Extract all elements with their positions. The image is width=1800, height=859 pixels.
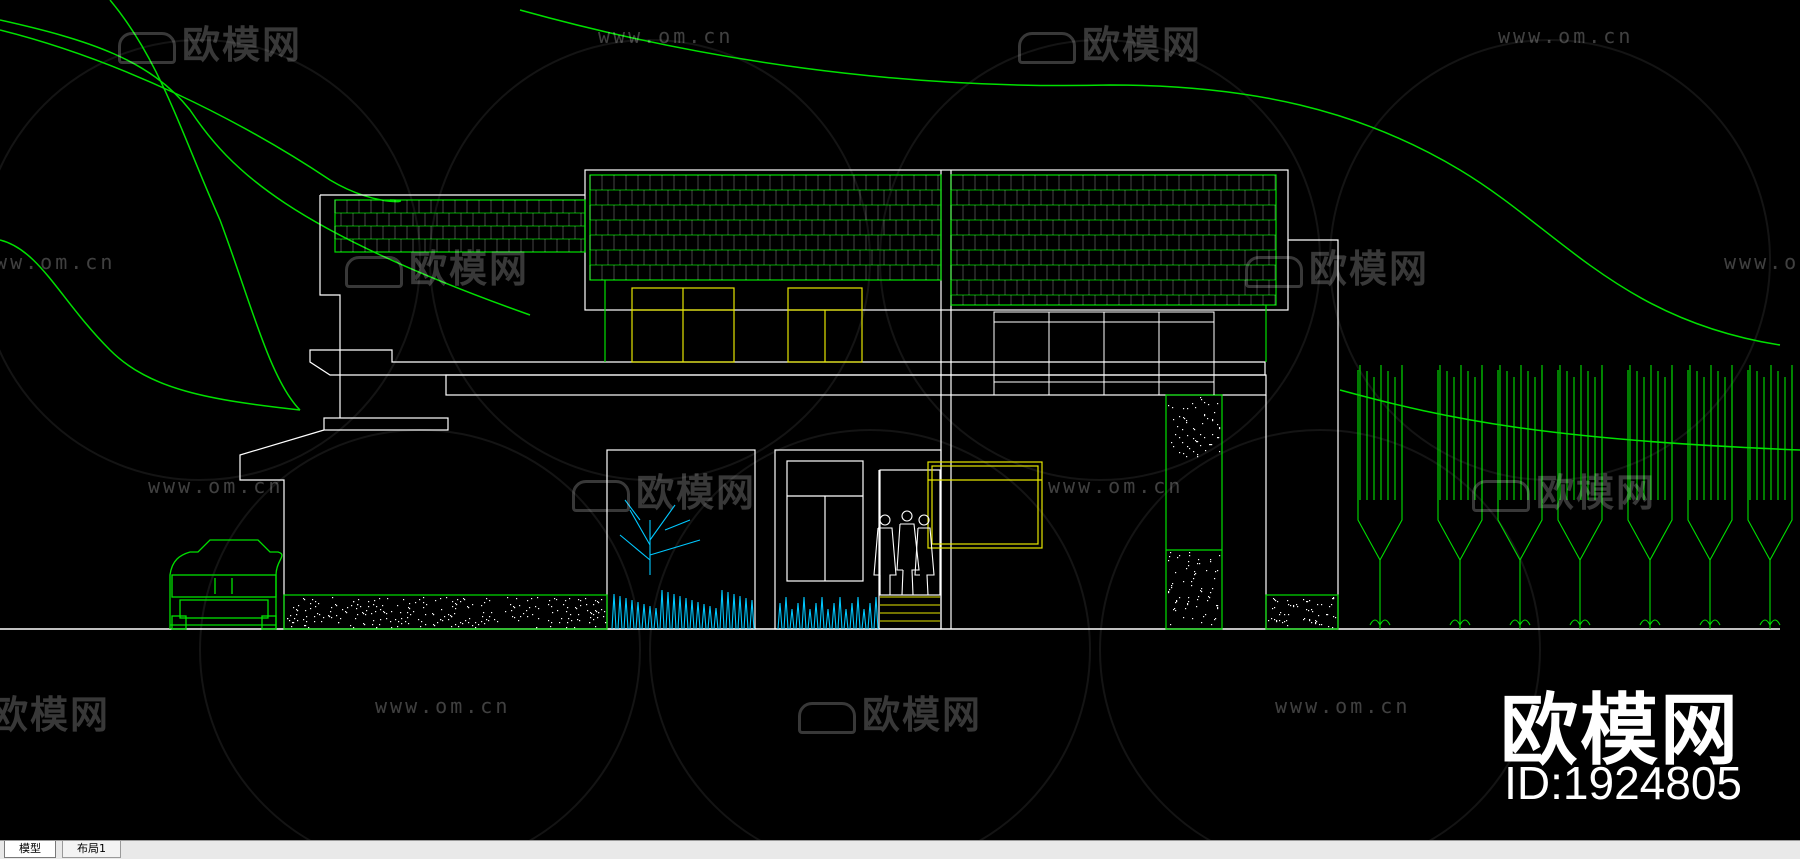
speckled-panels bbox=[287, 397, 1337, 629]
entry-steps bbox=[880, 596, 940, 622]
watermark-logo: 欧模网 bbox=[572, 462, 756, 517]
hill-curve-6 bbox=[1339, 389, 1800, 451]
car-elevation bbox=[169, 539, 283, 630]
sofa-icon bbox=[798, 701, 856, 734]
watermark-url: www.om.cn bbox=[0, 250, 116, 274]
corner-brand-text: 欧模网 bbox=[1499, 686, 1740, 776]
watermark-logo: 欧模网 bbox=[345, 238, 529, 293]
watermark-logo: 欧模网 bbox=[798, 684, 982, 739]
tree-row bbox=[1357, 365, 1793, 629]
tab-model[interactable]: 模型 bbox=[4, 841, 56, 858]
sofa-icon bbox=[1245, 255, 1303, 288]
cad-drawing-canvas[interactable] bbox=[0, 0, 1800, 840]
watermark-logo: 欧模网 bbox=[0, 693, 111, 737]
cyan-plants bbox=[611, 499, 879, 630]
hill-curve-2 bbox=[0, 19, 531, 316]
hill-curve-4 bbox=[0, 239, 301, 411]
roof-shingle-ticks bbox=[334, 175, 1276, 305]
upper-windows bbox=[631, 287, 1043, 549]
sofa-icon bbox=[1472, 479, 1530, 512]
watermark-url: www.om.cn bbox=[375, 694, 511, 718]
watermark-url: www.om.cn bbox=[598, 24, 734, 48]
watermark-logo: 欧模网 bbox=[118, 14, 302, 69]
sofa-icon bbox=[1018, 31, 1076, 64]
watermark-logo: 欧模网 bbox=[1018, 14, 1202, 69]
corner-model-id: ID:1924805 bbox=[1504, 757, 1742, 809]
people-figures bbox=[873, 510, 935, 596]
hill-curve-5 bbox=[519, 9, 1781, 346]
hill-curve-3 bbox=[109, 0, 301, 411]
watermark-logo: 欧模网 bbox=[1472, 462, 1656, 517]
terrain-curves bbox=[0, 0, 1800, 451]
layout-tab-bar: 模型 布局1 bbox=[0, 840, 1800, 859]
tab-layout1[interactable]: 布局1 bbox=[62, 841, 121, 858]
watermark-url: www.om.cn bbox=[1724, 250, 1800, 274]
watermark-url: www.om.cn bbox=[1048, 474, 1184, 498]
right-window-grid bbox=[993, 311, 1215, 395]
sofa-icon bbox=[345, 255, 403, 288]
watermark-url: www.om.cn bbox=[148, 474, 284, 498]
watermark-url: www.om.cn bbox=[1275, 694, 1411, 718]
sofa-icon bbox=[118, 31, 176, 64]
sofa-icon bbox=[572, 479, 630, 512]
watermark-logo: 欧模网 bbox=[1245, 238, 1429, 293]
building-outline bbox=[239, 169, 1339, 630]
elevation-drawing bbox=[0, 0, 1800, 840]
hill-curve-1 bbox=[0, 29, 402, 203]
watermark-url: www.om.cn bbox=[1498, 24, 1634, 48]
